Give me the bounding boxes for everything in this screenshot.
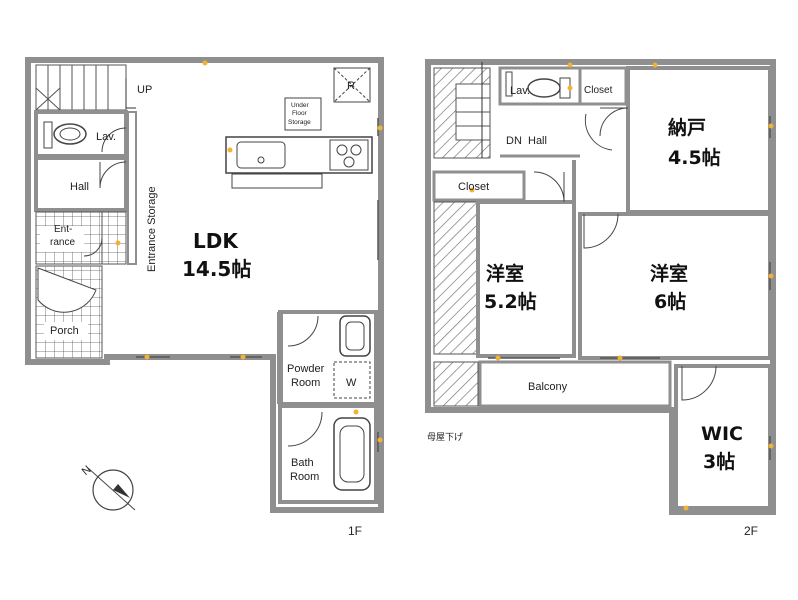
floor-level-1f: 1F: [348, 524, 362, 538]
closet-left-2f: [432, 170, 526, 202]
first-floor: UP Lav. Hall Ent- rance Porch Entrance S…: [25, 57, 384, 538]
refrigerator-box: [333, 67, 371, 103]
compass-north-label: N: [80, 464, 94, 478]
second-floor-outer-wall: [425, 59, 776, 515]
up-label: UP: [137, 84, 152, 96]
roof-lowering-hatch: [433, 201, 479, 355]
wic-size: 3帖: [703, 450, 735, 473]
powder-room-line1: Powder: [287, 363, 325, 375]
entrance-storage-label: Entrance Storage: [146, 186, 158, 272]
dn-hall-label: DN Hall: [506, 135, 547, 147]
ldk-size: 14.5帖: [182, 257, 251, 281]
underfloor-storage-line2: Floor: [292, 110, 308, 117]
underfloor-storage-box: [284, 97, 322, 131]
stair-1f: [35, 64, 136, 111]
porch-1f: [35, 265, 103, 359]
first-floor-outer-wall: [25, 57, 384, 513]
entrance-label-line1: Ent-: [54, 224, 72, 235]
balcony-side-hatch: [433, 361, 479, 407]
porch-label: Porch: [50, 325, 79, 337]
closet-left-label: Closet: [458, 181, 489, 193]
entrance-label-line2: rance: [50, 237, 75, 248]
western-room-2-size: 6帖: [654, 290, 686, 313]
nando-size: 4.5帖: [668, 146, 721, 169]
entrance-storage-wall: [127, 111, 137, 265]
nando-name: 納戸: [668, 116, 706, 139]
entrance-1f: [35, 211, 127, 265]
powder-room-line2: Room: [291, 377, 320, 389]
western-room-2: [578, 212, 772, 360]
western-room-2-name: 洋室: [650, 262, 688, 285]
western-room-1-name: 洋室: [486, 262, 524, 285]
storage-room-nando: [626, 66, 772, 214]
washer-label: W: [346, 377, 357, 389]
lav-label-1f: Lav.: [96, 131, 116, 143]
bath-room-1f: [278, 404, 378, 504]
floor-level-2f: 2F: [744, 524, 758, 538]
wic-name: WIC: [701, 423, 743, 445]
stair-2f: [433, 62, 491, 159]
lav-label-2f: Lav.: [510, 85, 530, 97]
bath-room-line1: Bath: [291, 457, 314, 469]
kitchen-counter: [225, 136, 373, 189]
refrigerator-label: R: [347, 80, 355, 92]
balcony-label: Balcony: [528, 381, 568, 393]
balcony: [478, 360, 672, 408]
roof-lowering-note: 母屋下げ: [427, 432, 463, 442]
second-floor: Lav. Closet DN Hall Closet 納戸 4.5帖 洋室 5.…: [425, 59, 776, 538]
outlet-markers-2f: [469, 62, 774, 511]
western-room-1-size: 5.2帖: [484, 290, 537, 313]
window-marks-1f: [136, 118, 379, 452]
hall-label-1f: Hall: [70, 181, 89, 193]
closet-top-2f: [578, 66, 628, 106]
north-compass-icon: N: [80, 464, 136, 511]
western-room-1: [476, 200, 576, 358]
ldk-name: LDK: [193, 229, 239, 253]
bath-room-line2: Room: [290, 471, 319, 483]
hall-1f: [34, 156, 128, 212]
underfloor-storage-line1: Under: [291, 102, 310, 109]
closet-top-label: Closet: [584, 85, 613, 96]
underfloor-storage-line3: Storage: [288, 119, 311, 126]
powder-room-1f: [277, 310, 378, 406]
outlet-markers-1f: [115, 60, 383, 443]
